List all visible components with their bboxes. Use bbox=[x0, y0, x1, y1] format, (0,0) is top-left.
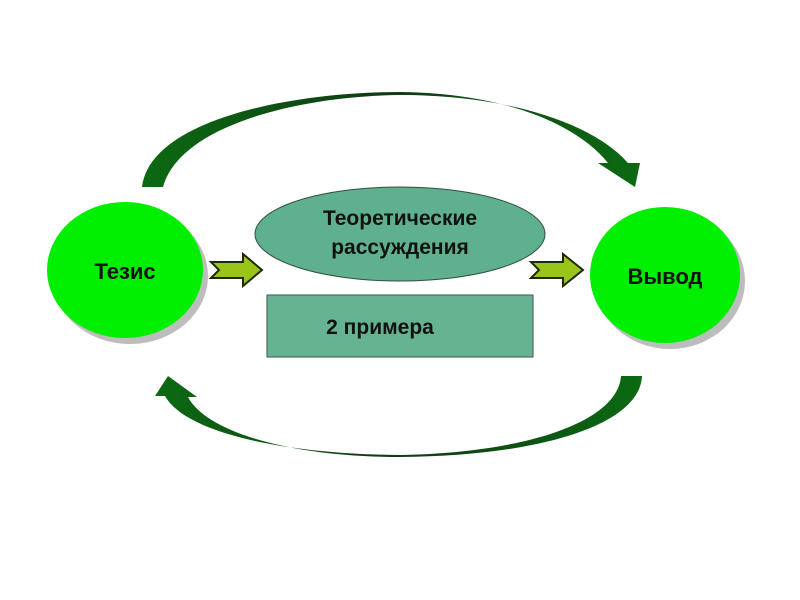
examples-label: 2 примера bbox=[326, 316, 434, 339]
thesis-label: Тезис bbox=[94, 259, 155, 284]
arrow-reasoning-to-conclusion bbox=[528, 251, 585, 289]
reasoning-line2: рассуждения bbox=[331, 236, 469, 259]
top-curved-arrow bbox=[142, 92, 640, 187]
arrow-thesis-to-reasoning bbox=[208, 251, 264, 289]
conclusion-label: Вывод bbox=[627, 264, 702, 289]
thesis-circle bbox=[47, 202, 203, 338]
reasoning-ellipse bbox=[254, 186, 546, 282]
reasoning-line1: Теоретические bbox=[323, 207, 477, 230]
conclusion-circle bbox=[590, 207, 740, 343]
bottom-curved-arrow bbox=[155, 376, 642, 457]
examples-box bbox=[266, 294, 534, 358]
